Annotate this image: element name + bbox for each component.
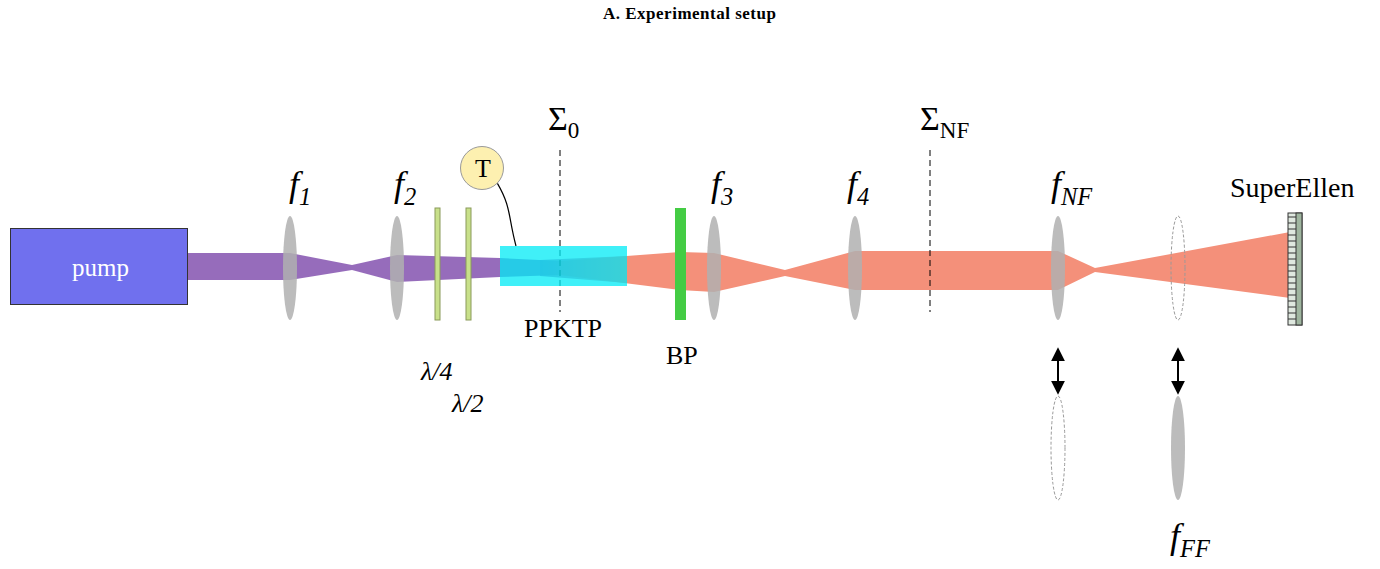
- section-title: A. Experimental setup: [603, 5, 776, 24]
- lens-label: f2: [394, 165, 416, 210]
- camera-label: SuperEllen: [1230, 173, 1354, 204]
- node-label: T: [475, 155, 491, 184]
- sensor-ticks: [1288, 217, 1296, 319]
- ppktp-crystal: PPKTP: [500, 246, 627, 286]
- translation-arrow: [1177, 350, 1179, 392]
- down-converted-beam: [560, 232, 1290, 298]
- node-label: PPKTP: [524, 315, 602, 344]
- plane-sigma-nf: [930, 150, 931, 312]
- lens-alt-positions: [1051, 216, 1185, 500]
- plane-label: ΣNF: [920, 100, 969, 144]
- waveplate-label: λ/4: [421, 358, 452, 387]
- filter-label: BP: [666, 342, 698, 371]
- half-wave-plate: [466, 208, 471, 320]
- lens-label: f4: [847, 165, 869, 210]
- node-label: pump: [72, 254, 129, 282]
- bandpass-filter: [675, 208, 686, 320]
- translation-arrow: [1057, 350, 1059, 392]
- camera-sensor: [1288, 213, 1302, 325]
- waveplate-label: λ/2: [452, 390, 483, 419]
- plane-sigma0: [560, 150, 561, 312]
- lens-label: fFF: [1170, 517, 1210, 562]
- camera-body: [1296, 213, 1302, 325]
- lenses: [283, 216, 1185, 500]
- thermistor-wire: [497, 183, 516, 246]
- plane-label: Σ0: [548, 100, 579, 144]
- quarter-wave-plate: [435, 208, 440, 320]
- lens-label: fNF: [1051, 165, 1092, 210]
- lens-label: f1: [289, 165, 311, 210]
- temperature-controller: T: [460, 146, 504, 190]
- lens-label: f3: [711, 165, 733, 210]
- pump-laser: pump: [10, 228, 188, 305]
